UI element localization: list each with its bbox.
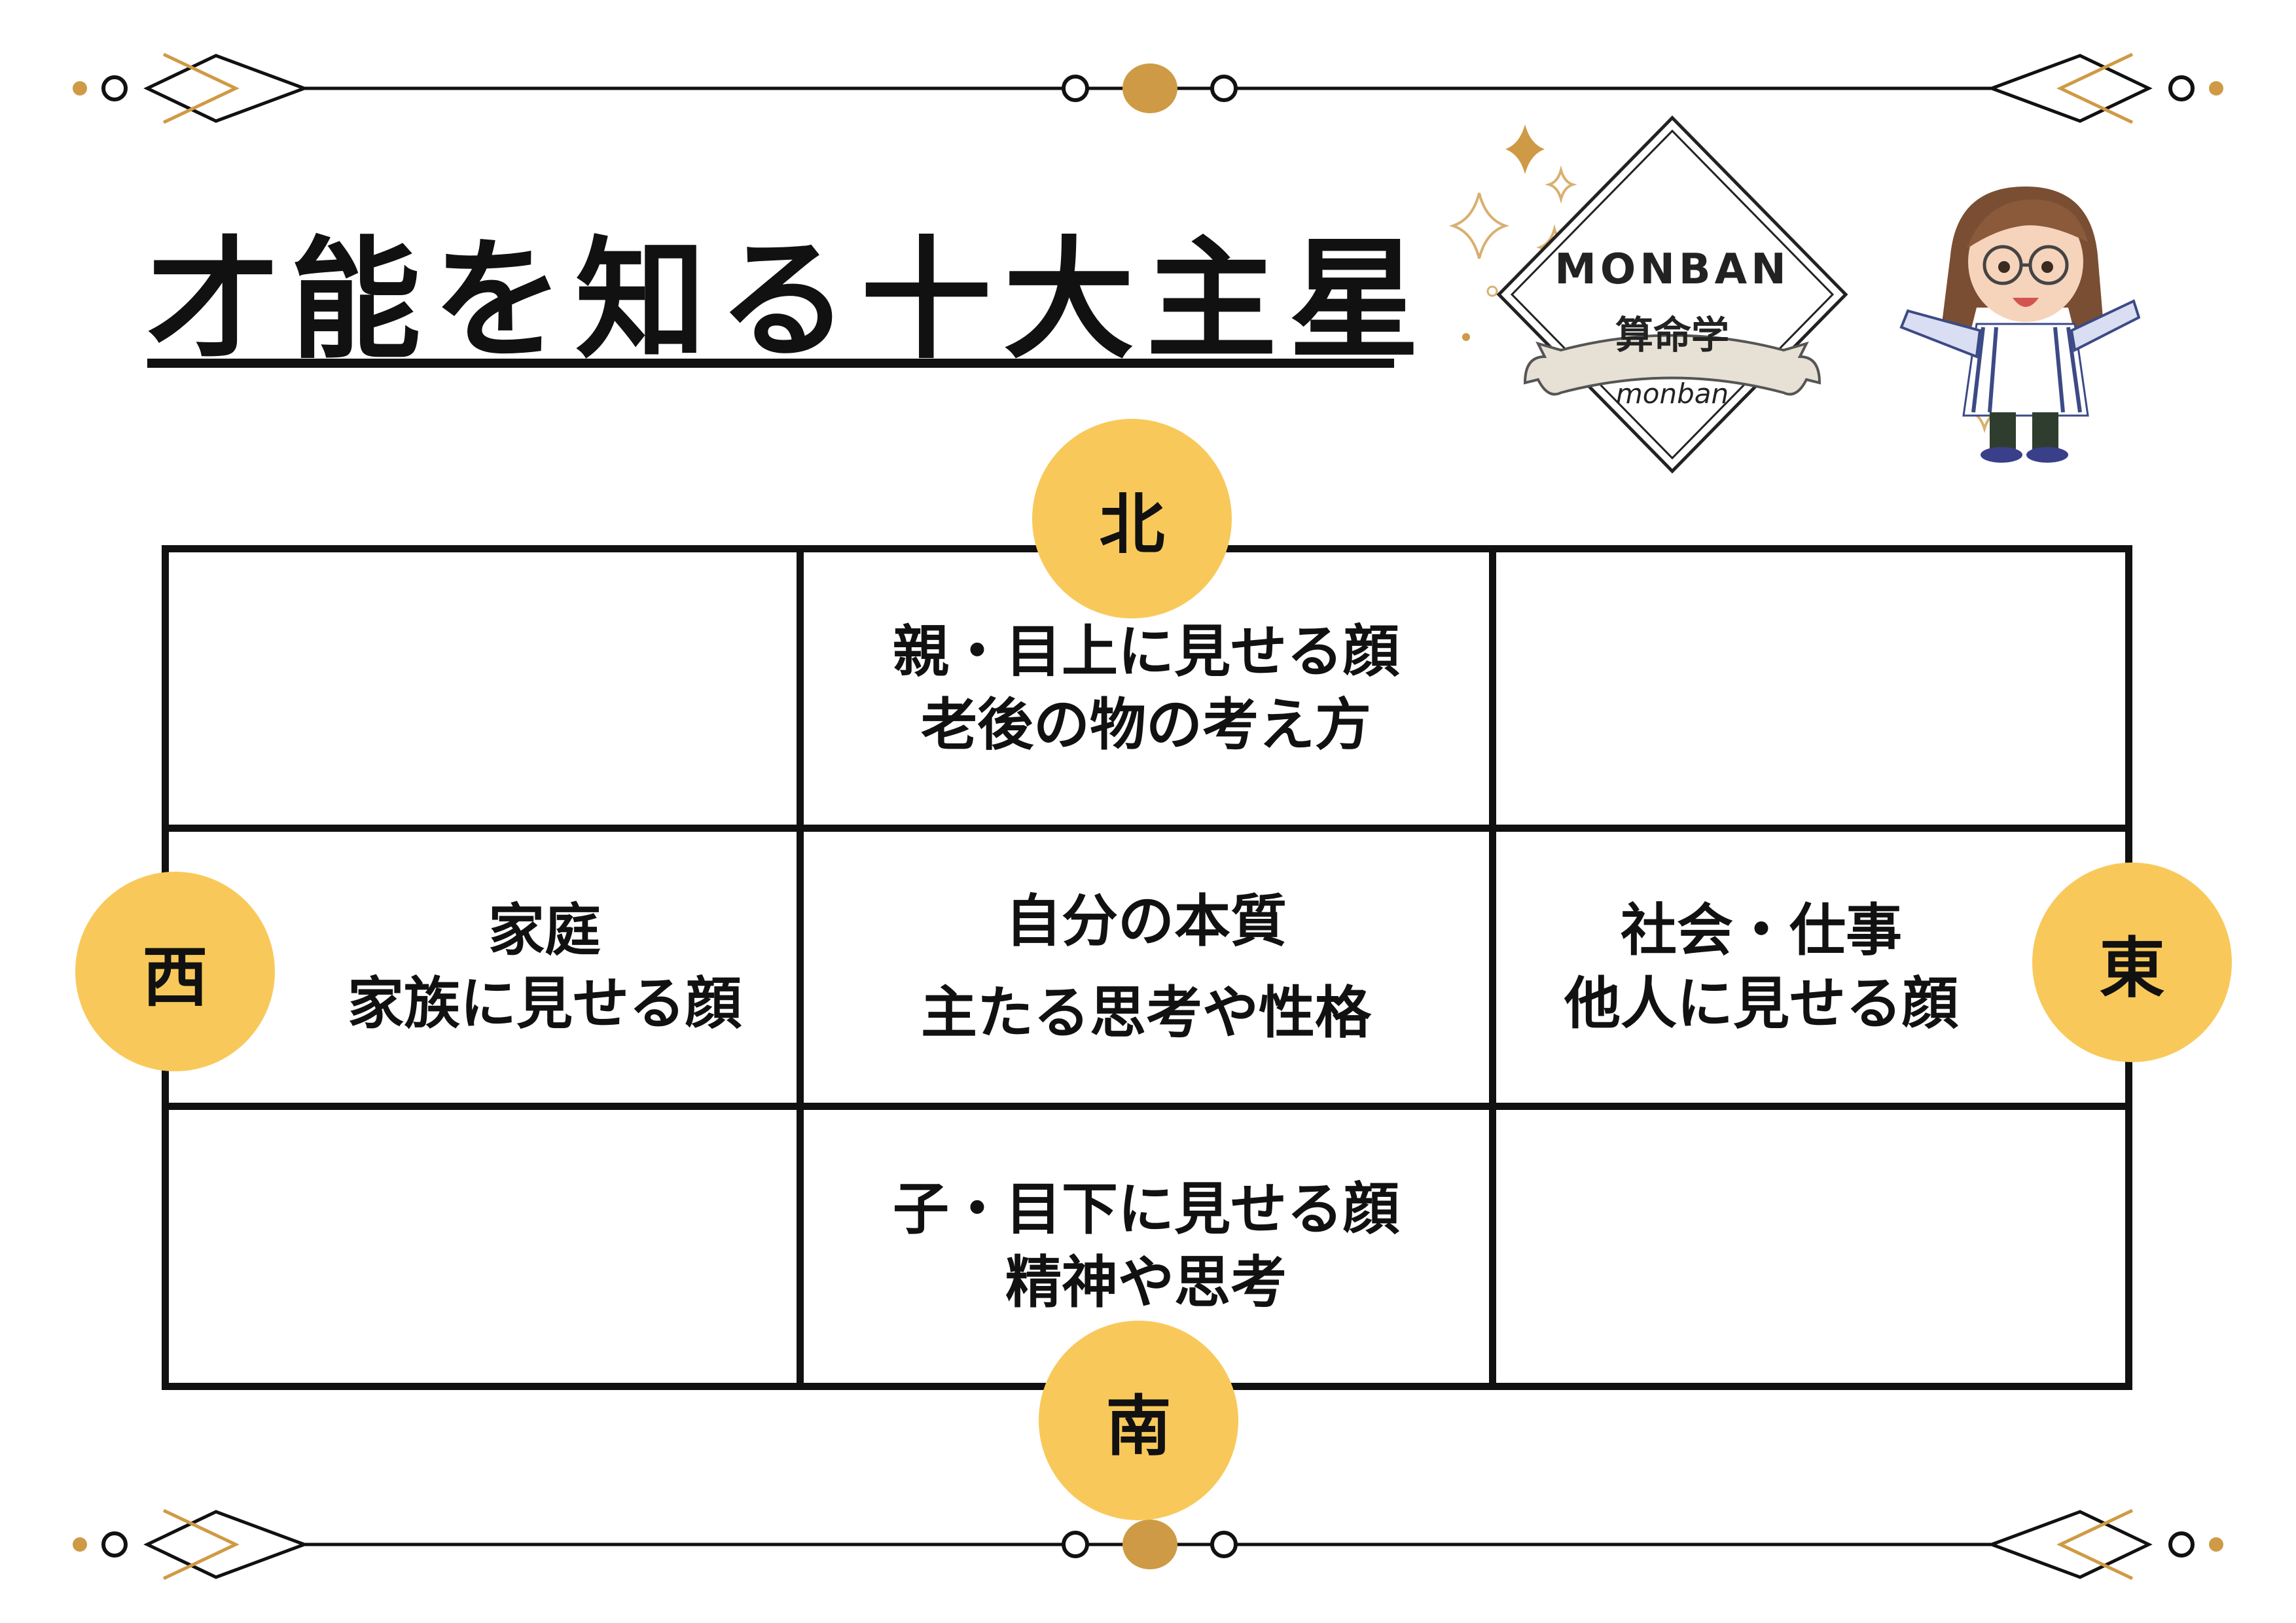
logo-brand: MONBAN	[1554, 245, 1790, 294]
grid-cell-top-right	[1488, 544, 2132, 832]
page-title: 才能を知る十大主星	[147, 224, 1432, 377]
direction-north-badge: 北	[1032, 419, 1232, 618]
direction-south-badge: 南	[1039, 1321, 1238, 1520]
grid-cell-bottom-left	[161, 1102, 804, 1390]
north-line-2: 老後の物の考え方	[921, 692, 1371, 758]
north-line-1: 親・目上に見せる顔	[893, 618, 1399, 685]
east-line-1: 社会・仕事	[1621, 897, 1902, 963]
logo-graphic	[1448, 115, 2055, 474]
center-line-1: 自分の本質	[1005, 888, 1287, 954]
mascot-illustration	[1899, 187, 2140, 463]
west-line-2: 家族に見せる顔	[348, 971, 742, 1037]
logo-ribbon-text: monban	[1615, 378, 1729, 410]
grid-cell-top-left	[161, 544, 804, 832]
title-underline	[147, 359, 1394, 368]
center-line-2: 主たる思考や性格	[921, 980, 1371, 1046]
grid-cell-east: 社会・仕事 他人に見せる顔	[1488, 824, 2132, 1110]
south-line-2: 精神や思考	[1005, 1250, 1287, 1315]
ten-stars-grid: 親・目上に見せる顔 老後の物の考え方 家庭 家族に見せる顔 自分の本質 主たる思…	[161, 544, 2132, 1390]
direction-east-badge: 東	[2032, 863, 2232, 1062]
grid-cell-bottom-right	[1488, 1102, 2132, 1390]
monban-logo: MONBAN 算命学 monban	[1440, 108, 2134, 494]
bottom-ornament	[73, 1508, 2223, 1580]
east-line-2: 他人に見せる顔	[1564, 971, 1958, 1037]
grid-cell-center: 自分の本質 主たる思考や性格	[796, 824, 1496, 1110]
direction-west-badge: 西	[75, 872, 275, 1071]
logo-subtitle: 算命学	[1615, 313, 1729, 357]
south-line-1: 子・目下に見せる顔	[893, 1177, 1399, 1242]
west-line-1: 家庭	[488, 897, 601, 963]
top-ornament	[73, 52, 2223, 124]
